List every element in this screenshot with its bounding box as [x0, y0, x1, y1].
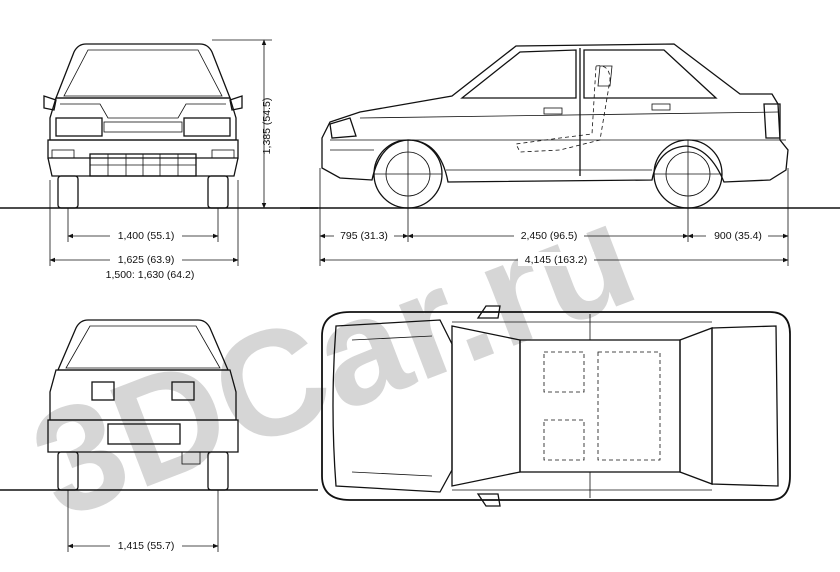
front-grille	[103, 121, 183, 133]
rear-track-label: 1,415 (55.7)	[118, 540, 175, 552]
top-rear-seat	[597, 351, 661, 461]
front-left-tire	[57, 175, 79, 209]
side-headrest	[597, 65, 613, 87]
wheelbase-label: 2,450 (96.5)	[521, 230, 578, 242]
side-view: 795 (31.3) 2,450 (96.5) 900 (35.4) 4,145…	[300, 43, 840, 266]
top-rear-window	[679, 327, 713, 485]
front-right-indicator	[211, 149, 235, 159]
top-hood	[332, 319, 453, 493]
front-cabin-outline	[55, 43, 231, 99]
height-label: 1,385 (54.5)	[261, 98, 273, 155]
front-right-mirror	[229, 95, 243, 111]
top-body-outline	[321, 311, 791, 501]
rear-license-plate	[107, 423, 181, 445]
front-width-label: 1,625 (63.9)	[118, 254, 175, 266]
length-label: 4,145 (163.2)	[525, 254, 587, 266]
rear-view: 1,415 (55.7)	[0, 319, 318, 552]
top-trunk	[711, 325, 779, 487]
rear-left-taillight	[91, 381, 115, 401]
side-front-door-handle	[543, 107, 563, 115]
side-seat-ghost	[515, 65, 611, 153]
side-rear-window	[583, 49, 718, 99]
front-view: 1,385 (54.5) 1,400 (55.1) 1,625 (63.9) 1…	[0, 39, 318, 281]
side-front-window	[460, 49, 577, 99]
watermark-text: 3DCar.ru	[11, 169, 655, 550]
front-right-tire	[207, 175, 229, 209]
rear-exhaust	[181, 451, 201, 465]
rear-window	[65, 325, 221, 369]
front-windshield	[63, 49, 223, 97]
top-view	[321, 305, 791, 507]
front-hood-crease	[60, 103, 226, 119]
side-taillight	[763, 103, 781, 139]
side-body-outline	[321, 43, 789, 183]
front-underbody	[47, 157, 239, 177]
side-headlight	[329, 117, 357, 139]
rear-bumper	[47, 419, 239, 453]
front-left-indicator	[51, 149, 75, 159]
top-front-left-seat	[543, 351, 585, 393]
front-left-mirror	[43, 95, 57, 111]
front-right-headlight	[183, 117, 231, 137]
side-rear-door-handle	[651, 103, 671, 111]
top-left-mirror	[476, 305, 501, 319]
front-track-label: 1,400 (55.1)	[118, 230, 175, 242]
rear-overhang-label: 900 (35.4)	[714, 230, 762, 242]
top-front-right-seat	[543, 419, 585, 461]
front-overhang-label: 795 (31.3)	[340, 230, 388, 242]
top-right-mirror	[476, 493, 501, 507]
rear-right-taillight	[171, 381, 195, 401]
front-width-alt-label: 1,500: 1,630 (64.2)	[106, 269, 195, 281]
watermark: 3DCar.ru	[11, 169, 655, 550]
front-left-headlight	[55, 117, 103, 137]
